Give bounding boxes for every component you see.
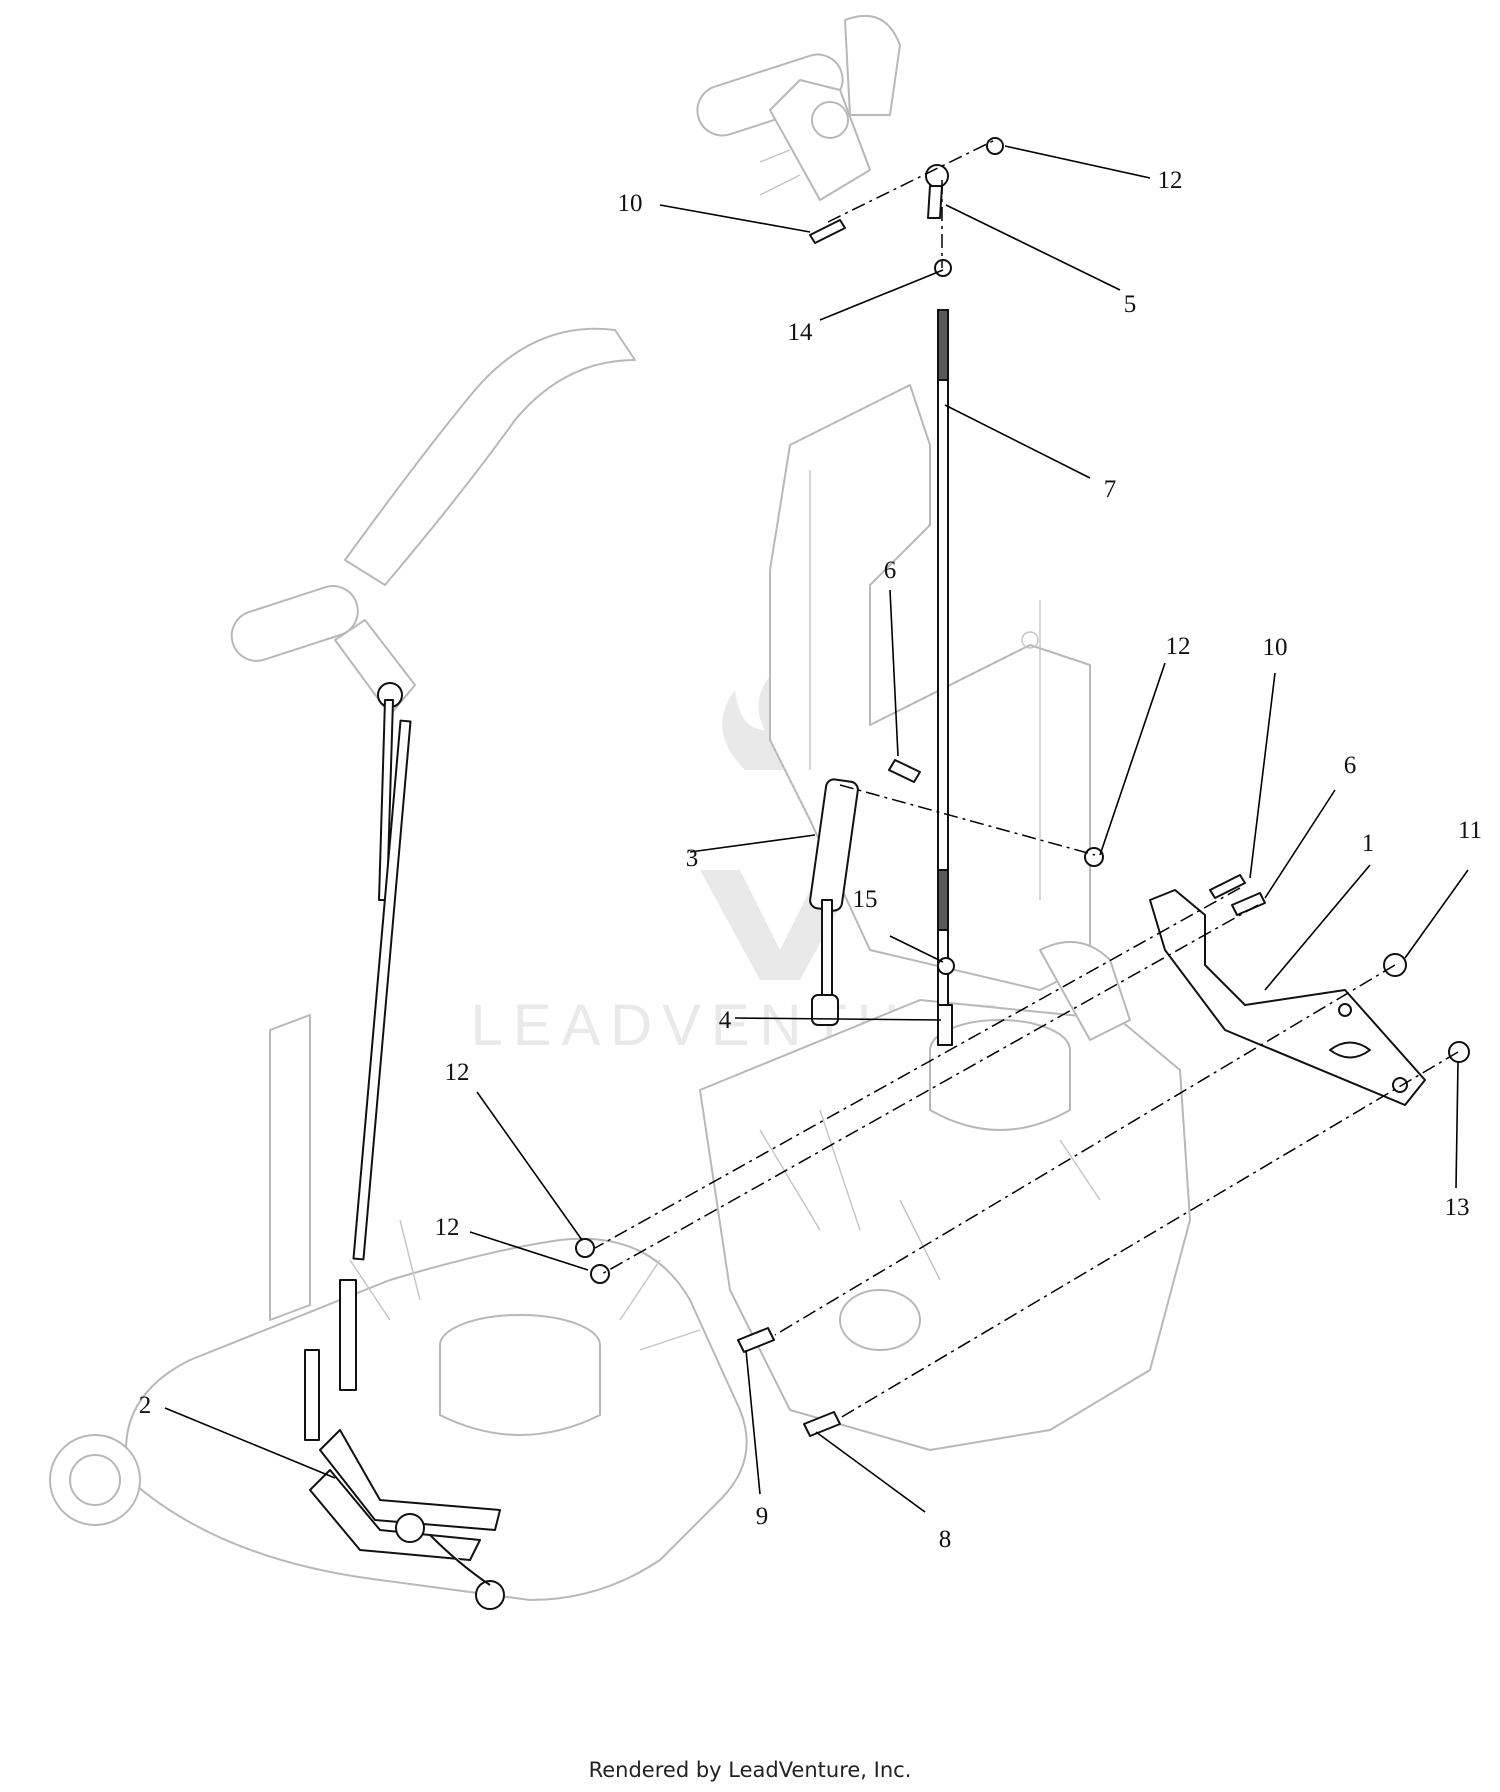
callout-12-top: 12 xyxy=(1158,167,1183,194)
right-transmission-assembly xyxy=(699,941,1191,1451)
footer-credit: Rendered by LeadVenture, Inc. xyxy=(588,1758,912,1782)
callout-12-left-a: 12 xyxy=(445,1059,470,1086)
nut-14 xyxy=(934,259,952,277)
bracket-1 xyxy=(1149,889,1426,1106)
clevis-pin-10-right xyxy=(1209,874,1246,899)
nut-12-left-b xyxy=(590,1264,610,1284)
callout-11: 11 xyxy=(1458,817,1482,844)
gas-spring-3 xyxy=(809,778,859,1026)
callout-6-right: 6 xyxy=(1344,752,1357,779)
callout-4: 4 xyxy=(719,1007,732,1034)
bracket-2 xyxy=(309,1429,505,1610)
callout-7: 7 xyxy=(1104,476,1117,503)
left-transmission-assembly xyxy=(49,1014,748,1601)
rod-end-4 xyxy=(937,1004,953,1046)
left-rod-linkage xyxy=(304,682,412,1441)
callout-15: 15 xyxy=(853,886,878,913)
nut-12-top xyxy=(986,137,1004,155)
callout-9: 9 xyxy=(756,1503,769,1530)
nut-12-mid xyxy=(1084,847,1104,867)
rod-7 xyxy=(937,309,949,1011)
assembly-axes xyxy=(594,139,1459,1419)
clevis-pin-10-top xyxy=(809,219,846,244)
callout-labels: 10 12 5 14 7 6 12 10 6 1 11 3 15 4 12 12… xyxy=(139,167,1482,1553)
leader-lines xyxy=(164,145,1469,1513)
callout-5: 5 xyxy=(1124,291,1137,318)
shoulder-bolt-6-right xyxy=(1231,892,1266,916)
callout-1: 1 xyxy=(1362,830,1375,857)
nut-12-left-a xyxy=(575,1238,595,1258)
upper-control-handle xyxy=(696,15,901,201)
nut-13 xyxy=(1448,1041,1470,1063)
callout-3: 3 xyxy=(686,845,699,872)
callout-13: 13 xyxy=(1445,1194,1470,1221)
callout-8: 8 xyxy=(939,1526,952,1553)
bolt-9 xyxy=(737,1327,775,1353)
callout-2: 2 xyxy=(139,1392,152,1419)
bolt-8 xyxy=(803,1411,841,1437)
callout-12-mid: 12 xyxy=(1166,633,1191,660)
callout-14: 14 xyxy=(788,319,814,346)
callout-6-mid: 6 xyxy=(884,557,897,584)
callout-12-left-b: 12 xyxy=(435,1214,460,1241)
callout-10-top: 10 xyxy=(618,190,643,217)
shoulder-bolt-6-mid xyxy=(888,759,921,783)
left-control-handle xyxy=(230,327,636,716)
callout-10-right: 10 xyxy=(1263,634,1288,661)
